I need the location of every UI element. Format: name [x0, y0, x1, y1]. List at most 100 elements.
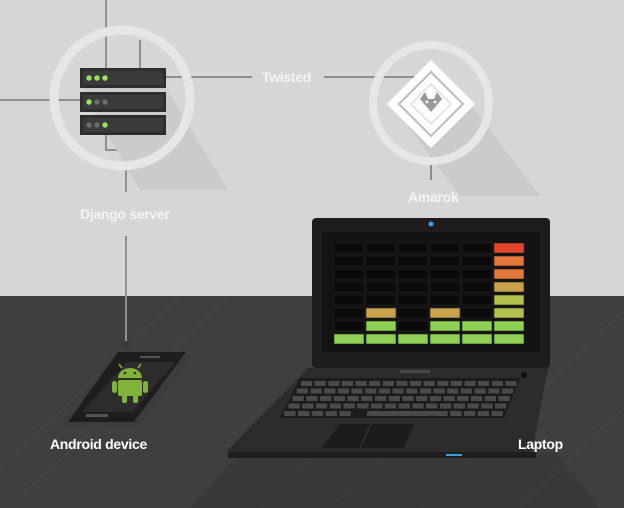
keyboard-key [495, 403, 507, 409]
equalizer-block [333, 333, 365, 345]
keyboard-key [423, 381, 435, 386]
keyboard-key [416, 396, 428, 401]
equalizer-block [333, 242, 365, 254]
laptop-status-light [446, 454, 462, 456]
keyboard-key [501, 388, 514, 394]
keyboard-key [447, 388, 459, 394]
equalizer-block [397, 333, 429, 345]
equalizer-block [365, 320, 397, 332]
keyboard-key [437, 381, 449, 386]
keyboard-key [382, 381, 394, 386]
keyboard-key [477, 411, 490, 416]
keyboard-key [328, 381, 340, 386]
laptop-webcam [428, 221, 434, 227]
keyboard-key [410, 381, 422, 386]
equalizer-block [461, 268, 493, 280]
keyboard-key [311, 411, 324, 416]
keyboard-key [474, 388, 486, 394]
equalizer-block [365, 255, 397, 267]
equalizer-block [493, 242, 525, 254]
connection-node [121, 341, 131, 351]
equalizer-block [461, 307, 493, 319]
keyboard-key [351, 388, 363, 394]
keyboard-key [478, 381, 490, 386]
keyboard-key [463, 411, 476, 416]
keyboard-key [288, 403, 300, 409]
amarok-label: Amarok [408, 189, 459, 205]
keyboard-key [396, 381, 408, 386]
keyboard-key [450, 411, 462, 416]
equalizer-block [429, 320, 461, 332]
keyboard-key [361, 396, 373, 401]
equalizer-block [461, 242, 493, 254]
keyboard-key [388, 396, 400, 401]
phone-speaker [140, 356, 160, 358]
keyboard-key [329, 403, 341, 409]
keyboard-key [343, 403, 355, 409]
equalizer-block [333, 255, 365, 267]
keyboard-key [355, 381, 367, 386]
keyboard-key [419, 388, 432, 394]
equalizer-block [365, 307, 397, 319]
keyboard-key [457, 396, 469, 401]
laptop-shadow [190, 452, 600, 508]
keyboard-key [298, 411, 310, 416]
equalizer-block [493, 255, 525, 267]
keyboard-key [429, 396, 442, 401]
keyboard-key [306, 396, 318, 401]
android-robot-icon [112, 363, 148, 403]
keyboard-key [310, 388, 322, 394]
keyboard-key [302, 403, 314, 409]
equalizer-block [493, 307, 525, 319]
equalizer-block [461, 281, 493, 293]
keyboard-key [498, 396, 510, 401]
equalizer-block [365, 281, 397, 293]
equalizer-block [397, 320, 429, 332]
phone-home-button [86, 414, 108, 417]
android-device [62, 352, 192, 426]
equalizer-block [493, 268, 525, 280]
keyboard-key [341, 381, 353, 386]
equalizer-block [333, 307, 365, 319]
keyboard-key [371, 403, 383, 409]
keyboard-key [398, 403, 410, 409]
keyboard-key [491, 381, 503, 386]
equalizer-block [397, 268, 429, 280]
equalizer-block [429, 281, 461, 293]
equalizer-block [429, 307, 461, 319]
equalizer-block [397, 294, 429, 306]
laptop-touchpad [322, 424, 414, 448]
keyboard-key [369, 381, 381, 386]
server-ring [49, 25, 195, 171]
keyboard-key [433, 388, 445, 394]
amarok-ring [369, 41, 493, 165]
equalizer-block [493, 294, 525, 306]
keyboard-key [426, 403, 438, 409]
keyboard-key [284, 411, 296, 416]
keyboard-key [320, 396, 332, 401]
keyboard-key [491, 411, 503, 416]
keyboard-key [384, 403, 397, 409]
keyboard-key [471, 396, 483, 401]
laptop [190, 218, 600, 508]
keyboard-key [292, 396, 304, 401]
equalizer-block [333, 294, 365, 306]
laptop-label: Laptop [518, 436, 563, 452]
equalizer-block [429, 242, 461, 254]
keyboard-key [378, 388, 391, 394]
keyboard-key [412, 403, 424, 409]
keyboard-keys [284, 381, 517, 416]
equalizer-block [461, 333, 493, 345]
equalizer-block [461, 294, 493, 306]
keyboard-key [365, 388, 377, 394]
keyboard-key [505, 381, 517, 386]
equalizer-block [461, 320, 493, 332]
equalizer-block [397, 281, 429, 293]
equalizer [333, 242, 525, 345]
equalizer-block [429, 333, 461, 345]
android-device-label: Android device [50, 436, 147, 452]
keyboard-key [347, 396, 359, 401]
keyboard-key [453, 403, 465, 409]
equalizer-block [365, 268, 397, 280]
